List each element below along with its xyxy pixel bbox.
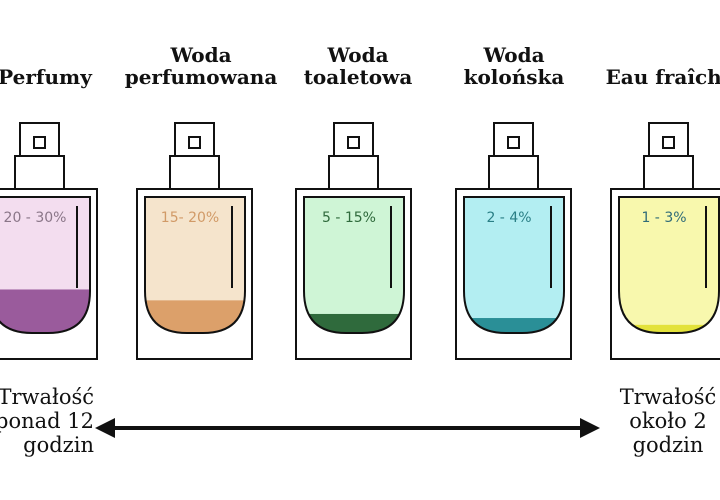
durability-left-caption: Trwałość ponad 12 godzin [0, 385, 94, 457]
bottle-neck [14, 155, 65, 190]
concentration-label: 5 - 15% [322, 210, 376, 226]
concentration-label: 2 - 4% [486, 210, 531, 226]
bottle-nozzle [347, 136, 360, 149]
bottle-svg: 15- 20% [136, 122, 253, 360]
label-line: Woda [483, 43, 545, 67]
concentration-label: 1 - 3% [641, 210, 686, 226]
label-line: Woda [327, 43, 389, 67]
bottle-glass [304, 197, 404, 333]
bottle-nozzle [507, 136, 520, 149]
perfume-label-woda-toaletowa: Woda toaletowa [273, 44, 443, 88]
perfume-bottle-eau-fraiche: 1 - 3% [609, 120, 720, 360]
perfume-bottle-woda-kolonska: 2 - 4% [454, 120, 574, 360]
bottle-glass [464, 197, 564, 333]
bottle-svg: 5 - 15% [295, 122, 412, 360]
perfume-label-woda-kolonska: Woda kolońska [429, 44, 599, 88]
perfume-label-perfumy: Perfumy [0, 66, 130, 88]
perfume-bottle-perfumy: 20 - 30% [0, 120, 100, 360]
bottle-nozzle [188, 136, 201, 149]
label-line: Eau fraîche [605, 65, 720, 89]
perfume-bottle-woda-toaletowa: 5 - 15% [294, 120, 414, 360]
bottle-glass-outline [0, 196, 91, 334]
bottle-glass-outline [303, 196, 405, 334]
label-line: kolońska [463, 65, 565, 89]
perfume-bottle-woda-perfumowana: 15- 20% [135, 120, 255, 360]
label-line: toaletowa [303, 65, 413, 89]
concentration-label: 20 - 30% [4, 210, 67, 226]
caption-line: godzin [23, 433, 94, 457]
bottle-liquid [464, 318, 564, 333]
perfume-label-woda-perfumowana: Woda perfumowana [116, 44, 286, 88]
caption-line: Trwałość [0, 385, 94, 409]
bottle-liquid [304, 313, 404, 333]
caption-line: ponad 12 [0, 409, 94, 433]
bottle-glass-outline [463, 196, 565, 334]
bottle-glass [619, 197, 719, 333]
bottle-glass-outline [144, 196, 246, 334]
caption-line: godzin [632, 433, 704, 457]
bottle-svg: 20 - 30% [0, 122, 98, 360]
bottle-svg: 2 - 4% [455, 122, 572, 360]
label-line: Woda [170, 43, 232, 67]
bottle-glass-outline [618, 196, 720, 334]
bottle-svg: 1 - 3% [610, 122, 720, 360]
label-line: perfumowana [124, 65, 278, 89]
bottle-glass [145, 197, 245, 333]
bottle-liquid [619, 324, 719, 333]
caption-line: około 2 [629, 409, 707, 433]
perfume-label-eau-fraiche: Eau fraîche [585, 66, 720, 88]
concentration-label: 15- 20% [161, 210, 219, 226]
label-line: Perfumy [0, 65, 92, 89]
caption-line: Trwałość [619, 385, 717, 409]
bottle-nozzle [662, 136, 675, 149]
durability-right-caption: Trwałość około 2 godzin [608, 385, 720, 457]
bottle-nozzle [33, 136, 46, 149]
